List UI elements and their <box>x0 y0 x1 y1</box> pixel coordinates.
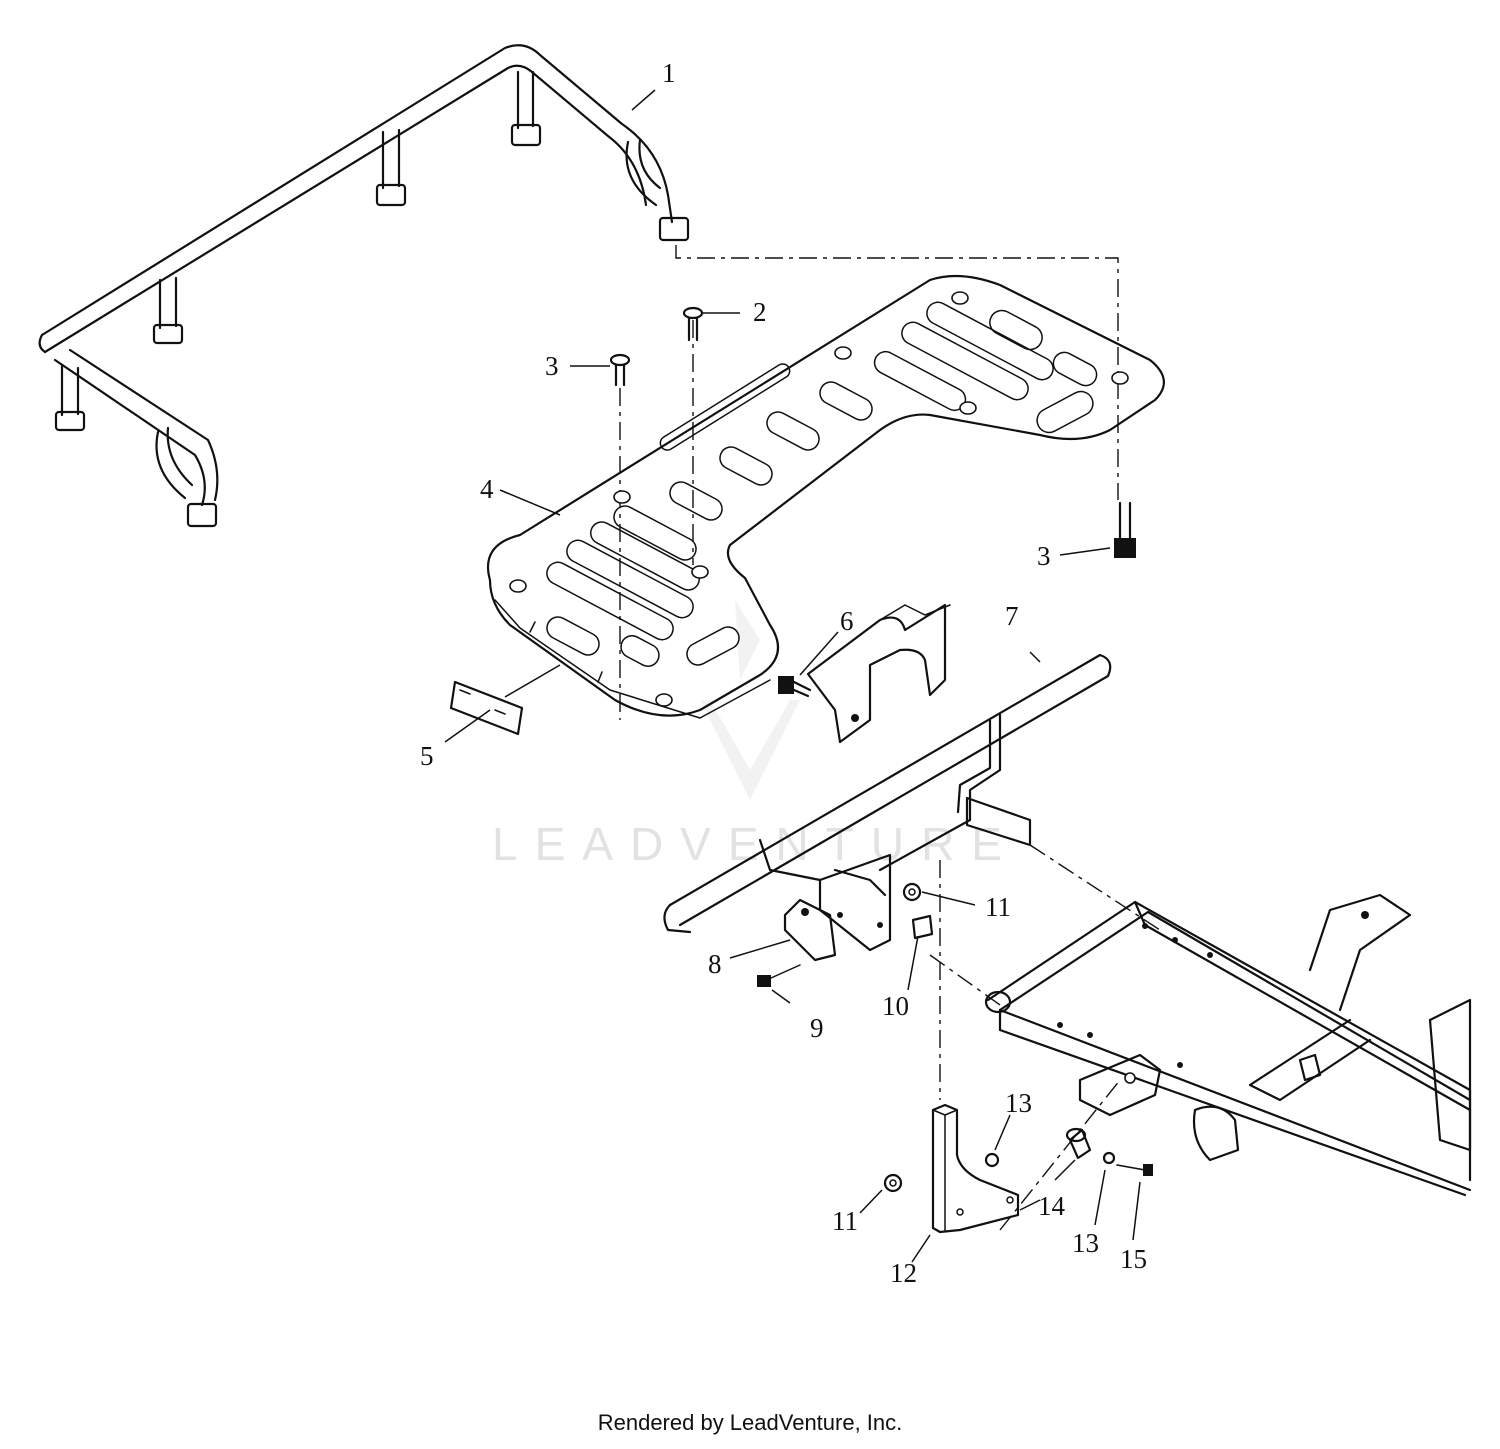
leader-lines <box>444 89 1141 1263</box>
callout-11-top: 11 <box>985 892 1011 922</box>
assembly-lines <box>619 245 1161 1231</box>
rack-deck[interactable] <box>486 274 1165 719</box>
deck-slots <box>546 301 1098 667</box>
callout-2: 2 <box>753 297 767 327</box>
callout-11-bottom: 11 <box>832 1206 858 1236</box>
callout-3-right: 3 <box>1037 541 1051 571</box>
footer-credit: Rendered by LeadVenture, Inc. <box>597 1410 903 1435</box>
watermark-logo <box>700 600 800 800</box>
callout-1: 1 <box>662 58 676 88</box>
bolt-15[interactable] <box>1116 1164 1153 1176</box>
callout-12: 12 <box>890 1258 917 1288</box>
screw-3-top[interactable] <box>609 353 631 387</box>
callout-13-left: 13 <box>1005 1088 1032 1118</box>
callout-7: 7 <box>1005 601 1019 631</box>
nut-11-bottom[interactable] <box>883 1173 903 1193</box>
washer-13-right[interactable] <box>1102 1151 1116 1165</box>
clip-10[interactable] <box>911 914 934 940</box>
bolt-6[interactable] <box>778 676 812 698</box>
washer-13-left[interactable] <box>984 1152 1000 1168</box>
callout-15: 15 <box>1120 1244 1147 1274</box>
frame-bracket <box>1078 1053 1162 1117</box>
nut-11-top[interactable] <box>902 882 922 902</box>
callout-6: 6 <box>840 606 854 636</box>
screw-9[interactable] <box>757 964 801 987</box>
rack-rail[interactable] <box>38 44 690 528</box>
bracket-8[interactable] <box>783 853 892 962</box>
callout-5: 5 <box>420 741 434 771</box>
callout-14: 14 <box>1038 1191 1066 1221</box>
callout-10: 10 <box>882 991 909 1021</box>
support-bar[interactable] <box>663 653 1112 934</box>
decal[interactable] <box>449 680 524 736</box>
callout-9: 9 <box>810 1013 824 1043</box>
bolt-3-right[interactable] <box>1114 501 1136 558</box>
callout-3-top: 3 <box>545 351 559 381</box>
callout-8: 8 <box>708 949 722 979</box>
bracket-12[interactable] <box>931 1103 1020 1234</box>
callout-labels: 1 2 3 3 4 5 6 7 8 9 10 11 11 12 13 13 14… <box>420 58 1147 1288</box>
callout-13-right: 13 <box>1072 1228 1099 1258</box>
callout-4: 4 <box>480 474 494 504</box>
shield-plate[interactable] <box>806 603 951 744</box>
spacer-14[interactable] <box>1065 1127 1092 1160</box>
atv-frame <box>984 893 1472 1197</box>
